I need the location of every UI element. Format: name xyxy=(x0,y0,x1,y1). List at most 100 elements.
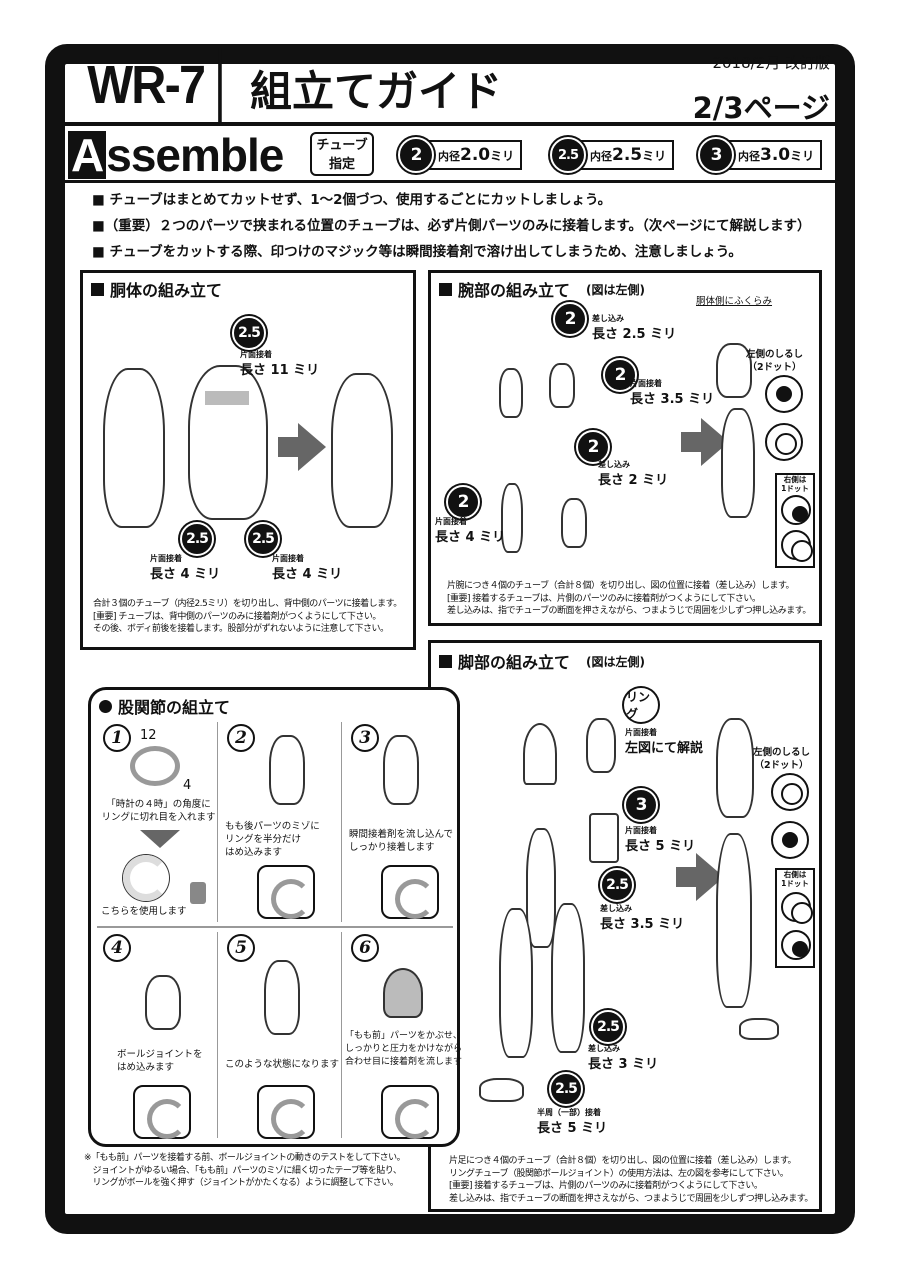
tube-length: 長さ 4 ミリ xyxy=(150,567,221,582)
tube-length: 長さ 11 ミリ xyxy=(240,363,320,378)
tube-callout-label: 半周（一部）接着長さ 5 ミリ xyxy=(537,1106,607,1136)
size-badge: 2 xyxy=(398,137,434,173)
page-title: 組立てガイド xyxy=(250,67,503,116)
step-caption: ボールジョイントを はめ込みます xyxy=(117,1049,203,1073)
note-line: 合計３個のチューブ（内径2.5ミリ）を切り出し、背中側のパーツに接着します。 xyxy=(93,599,402,609)
body-notes: 合計３個のチューブ（内径2.5ミリ）を切り出し、背中側のパーツに接着します。 [重… xyxy=(93,598,402,636)
tube-callout-label: 片面接着左図にて解説 xyxy=(625,726,703,756)
step-number: 4 xyxy=(103,934,131,962)
foot-illustration xyxy=(479,1078,524,1102)
note-line: その後、ボディ前後を接着します。股部分がずれないように注意して下さい。 xyxy=(93,624,389,634)
note-line: [重要] 接着するチューブは、片側のパーツのみに接着剤がつくようにして下さい。 xyxy=(449,1181,763,1191)
left-mark-sub: （2ドット） xyxy=(754,760,809,771)
tube-attach-type: 差し込み xyxy=(600,904,632,913)
bullet-item: ■ チューブはまとめてカットせず、1～2個づつ、使用するごとにカットしましょう。 xyxy=(92,192,612,208)
panel-title: 脚部の組み立て (図は左側) xyxy=(439,649,645,673)
tube-callout-label: 片面接着長さ 4 ミリ xyxy=(150,552,220,582)
tube-size-badge: 2 xyxy=(553,302,587,336)
step-caption: 「もも前」パーツをかぶせ、 しっかりと圧力をかけながら 合わせ目に接着剤を流しま… xyxy=(345,1031,463,1067)
page-number: 2/3ページ xyxy=(692,91,830,125)
leg-side-illustration xyxy=(551,903,585,1053)
note-line: ジョイントがゆるい場合、「もも前」パーツのミゾに細く切ったテープ等を貼り、 xyxy=(84,1165,402,1176)
thigh-back-illustration xyxy=(269,735,305,805)
left-mark-label: 左側のしるし（2ドット） xyxy=(746,348,803,374)
tube-size-badge: 2.5 xyxy=(246,522,280,556)
note-line: [重要] 接着するチューブは、片側のパーツのみに接着剤がつくようにして下さい。 xyxy=(447,593,761,604)
step-caption: もも後パーツのミゾに リングを半分だけ はめ込みます xyxy=(225,821,320,858)
assemble-rest: ssemble xyxy=(106,129,284,181)
note-line: 片足につき４個のチューブ（合計８個）を切り出し、図の位置に接着（差し込み）します… xyxy=(449,1156,797,1166)
leg-notes: 片足につき４個のチューブ（合計８個）を切り出し、図の位置に接着（差し込み）します… xyxy=(449,1155,813,1205)
tube-attach-type: 片面接着 xyxy=(625,728,657,737)
step-number: 6 xyxy=(351,934,379,962)
ball-joint-illustration xyxy=(264,960,300,1035)
size-unit: ミリ xyxy=(642,149,667,163)
arm-part-illustration xyxy=(501,483,523,553)
body-front-illustration xyxy=(188,365,268,520)
ring-position-diagram xyxy=(133,1085,191,1139)
tube-size-badge: 3 xyxy=(624,788,658,822)
panel-title-text: 胴体の組み立て xyxy=(110,281,223,300)
size-badge: 2.5 xyxy=(550,137,586,173)
panel-title-text: 脚部の組み立て xyxy=(458,653,571,672)
tube-callout-label: 片面接着長さ 4 ミリ xyxy=(272,552,342,582)
note-line: リングがボールを強く押す（ジョイントがかたくなる）ように調整して下さい。 xyxy=(84,1178,399,1188)
tube-callout-label: 片面接着長さ 3.5 ミリ xyxy=(630,377,714,407)
two-dot-mark-icon xyxy=(765,375,803,413)
arm-assembled-illustration xyxy=(721,408,755,518)
tube-length: 長さ 5 ミリ xyxy=(625,839,696,854)
foot-illustration xyxy=(739,1018,779,1040)
size-label: 内径 xyxy=(438,150,460,163)
step-number: 5 xyxy=(227,934,255,962)
arrow-right-icon xyxy=(278,423,326,471)
note-line: 差し込みは、指でチューブの断面を押さえながら、つまようじで周囲を少しずつ押し込み… xyxy=(449,1193,813,1204)
panel-subtitle: (図は左側) xyxy=(586,654,645,669)
size-label: 内径 xyxy=(738,150,760,163)
tube-attach-type: 片面接着 xyxy=(625,826,657,835)
tube-size-badge: 2.5 xyxy=(549,1072,583,1106)
leg-assembled-illustration xyxy=(716,833,752,1008)
tube-size-badge: 2 xyxy=(576,430,610,464)
tube-attach-type: 片面接着 xyxy=(630,379,662,388)
panel-subtitle: (図は左側) xyxy=(586,282,645,297)
ring-position-diagram xyxy=(257,865,315,919)
note-line: 差し込みは、指でチューブの断面を押さえながら、つまようじで周囲を少しずつ押し込み… xyxy=(447,606,811,616)
note-line: [重要] チューブは、背中側のパーツのみに接着剤がつくようにして下さい。 xyxy=(93,611,381,622)
tube-size-badge: 2.5 xyxy=(600,868,634,902)
ring-position-diagram xyxy=(257,1085,315,1139)
note-line: 片腕につき４個のチューブ（合計８個）を切り出し、図の位置に接着（差し込み）します… xyxy=(447,581,795,591)
assemble-initial: A xyxy=(68,131,107,179)
tube-attach-type: 差し込み xyxy=(592,314,624,323)
two-dot-mark-icon xyxy=(765,423,803,461)
step-caption: このような状態になります xyxy=(225,1059,340,1070)
size-value: 3.0 xyxy=(760,145,791,165)
tube-size-badge: 2.5 xyxy=(232,316,266,350)
leg-side-illustration xyxy=(499,908,533,1058)
tube-length: 長さ 2.5 ミリ xyxy=(592,327,677,342)
edition-label: 2018/2月 改訂版 xyxy=(712,54,830,72)
clock-12-label: 12 xyxy=(140,728,157,743)
step-number: 2 xyxy=(227,724,255,752)
right-mark-text: 1ドット xyxy=(781,879,809,888)
knee-part-illustration xyxy=(589,813,619,863)
arm-part-illustration xyxy=(549,363,575,408)
tube-length: 左図にて解説 xyxy=(625,741,704,756)
shoulder-illustration xyxy=(716,343,752,398)
tube-attach-type: 差し込み xyxy=(588,1044,620,1053)
tube-length: 長さ 3 ミリ xyxy=(588,1057,659,1072)
step-caption: 「時計の４時」の角度に リングに切れ目を入れます xyxy=(101,799,216,823)
thigh-assembled-illustration xyxy=(716,718,754,818)
hip-joint-panel: 股関節の組立て 1 12 4 「時計の４時」の角度に リングに切れ目を入れます … xyxy=(88,687,463,1147)
size-badge: 3 xyxy=(698,137,734,173)
panel-title: 胴体の組み立て xyxy=(91,277,222,301)
tube-callout-label: 片面接着長さ 5 ミリ xyxy=(625,824,695,854)
tube-size-badge: リング xyxy=(624,688,658,722)
tube-size-badge: 2 xyxy=(446,485,480,519)
